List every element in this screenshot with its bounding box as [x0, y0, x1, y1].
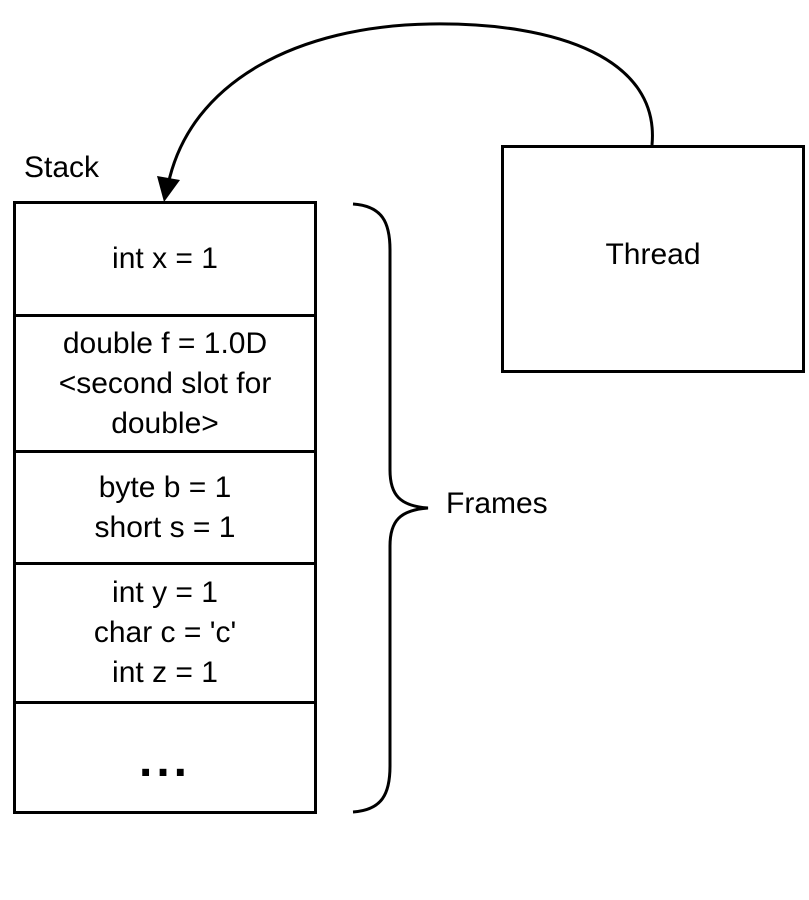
slot-text: double f = 1.0D	[62, 326, 268, 360]
thread-box: Thread	[501, 145, 805, 373]
slot-text: double>	[111, 406, 219, 440]
slot-text: char c = 'c'	[93, 616, 237, 649]
slot-text: short s = 1	[94, 510, 236, 544]
frames-brace	[352, 202, 429, 814]
thread-label: Thread	[605, 238, 701, 271]
stack-title: Stack	[24, 151, 100, 184]
slot-text: int x = 1	[112, 242, 218, 275]
stack-slot-int-x: int x = 1	[16, 204, 314, 317]
stack-slot-double-f: double f = 1.0D <second slot for double>	[16, 317, 314, 453]
frames-label: Frames	[446, 487, 548, 520]
slot-text: byte b = 1	[98, 470, 232, 504]
slot-text: int y = 1	[112, 576, 218, 609]
stack-slot-byte-short: byte b = 1 short s = 1	[16, 453, 314, 565]
stack-slot-ellipsis: ...	[16, 704, 314, 811]
slot-text: int z = 1	[112, 656, 218, 689]
stack-box: int x = 1 double f = 1.0D <second slot f…	[13, 201, 317, 814]
arrowhead-icon	[157, 176, 180, 202]
stack-slot-int-char-int: int y = 1 char c = 'c' int z = 1	[16, 565, 314, 704]
slot-text: <second slot for	[58, 366, 272, 400]
thread-to-stack-connector	[166, 22, 654, 186]
slot-text: ...	[138, 733, 191, 787]
